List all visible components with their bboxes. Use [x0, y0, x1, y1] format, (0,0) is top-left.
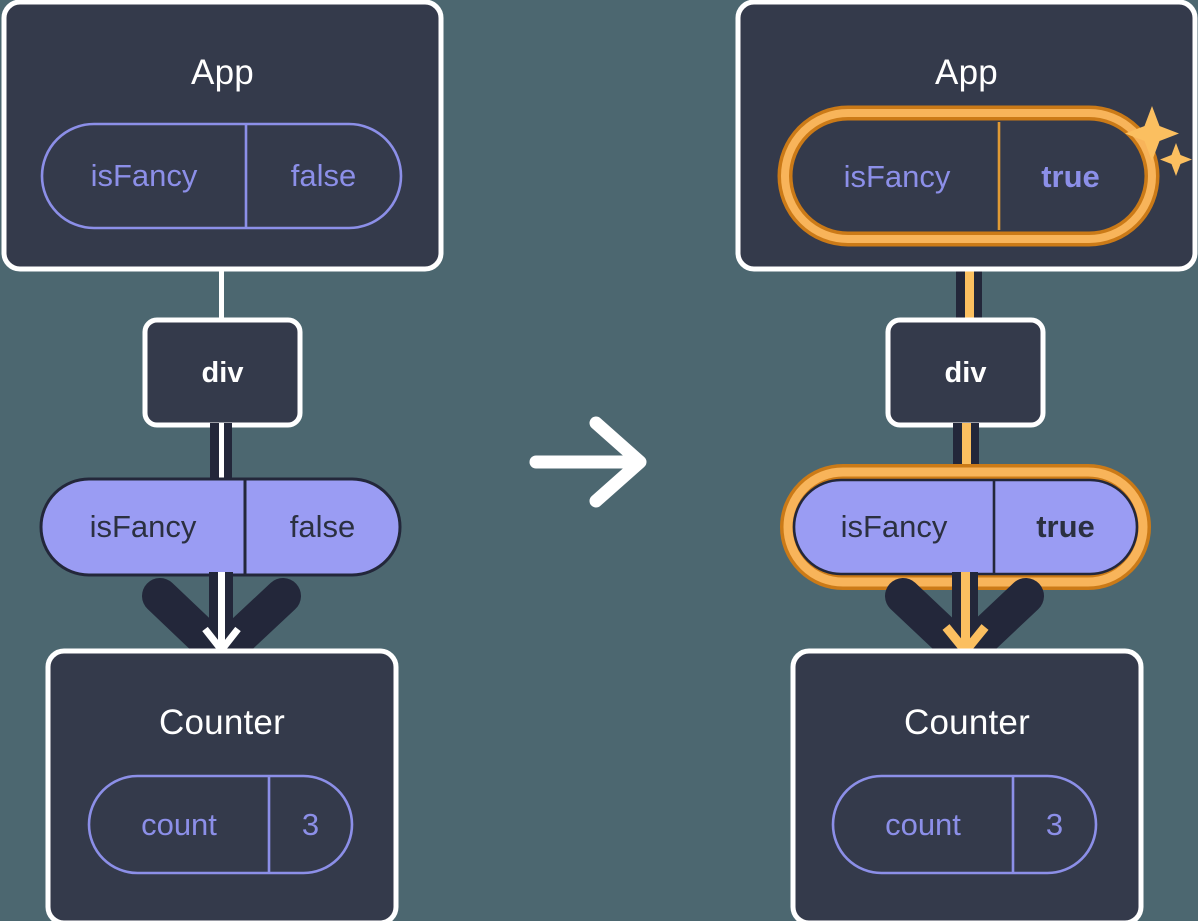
- counter-box-right: [790, 648, 1144, 921]
- app-state-pill-left: [40, 122, 403, 230]
- arrow-right-icon: [529, 416, 647, 508]
- counter-state-pill-left: [87, 774, 354, 875]
- sparkle-icon-app-right: [1125, 106, 1192, 176]
- counter-box-left: [45, 648, 399, 921]
- div-box-right: [885, 317, 1046, 428]
- app-box-right: [735, 0, 1198, 272]
- app-state-pill-right: [777, 105, 1160, 247]
- arrow-prop-to-counter-left: [142, 572, 301, 679]
- counter-state-pill-right: [831, 774, 1098, 875]
- div-box-left: [142, 317, 303, 428]
- edge-app-to-div-left: [219, 262, 224, 324]
- edge-div-to-prop-left: [210, 423, 232, 485]
- app-box-left: [1, 0, 444, 272]
- prop-pill-left: [39, 477, 402, 577]
- prop-pill-right: [780, 464, 1151, 590]
